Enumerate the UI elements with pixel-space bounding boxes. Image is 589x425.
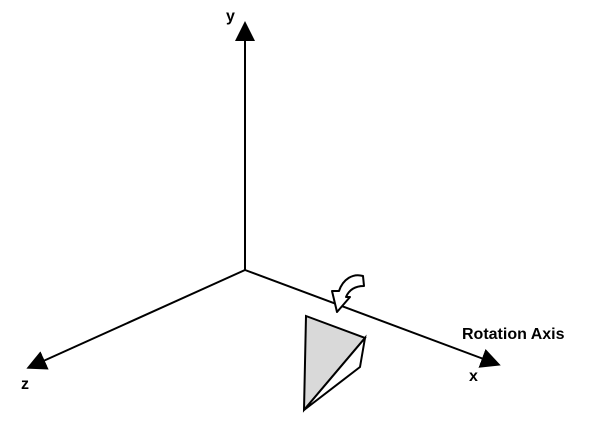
x-axis-line: [244, 269, 501, 368]
z-axis-line: [26, 269, 246, 370]
curved-rotation-arrow-icon: [331, 274, 365, 313]
z-axis-label: z: [21, 376, 29, 393]
y-axis-label: y: [226, 8, 235, 25]
tetrahedron-side-face: [303, 334, 367, 411]
x-axis-label: x: [469, 368, 478, 385]
rotation-axis-label: Rotation Axis: [462, 326, 565, 343]
